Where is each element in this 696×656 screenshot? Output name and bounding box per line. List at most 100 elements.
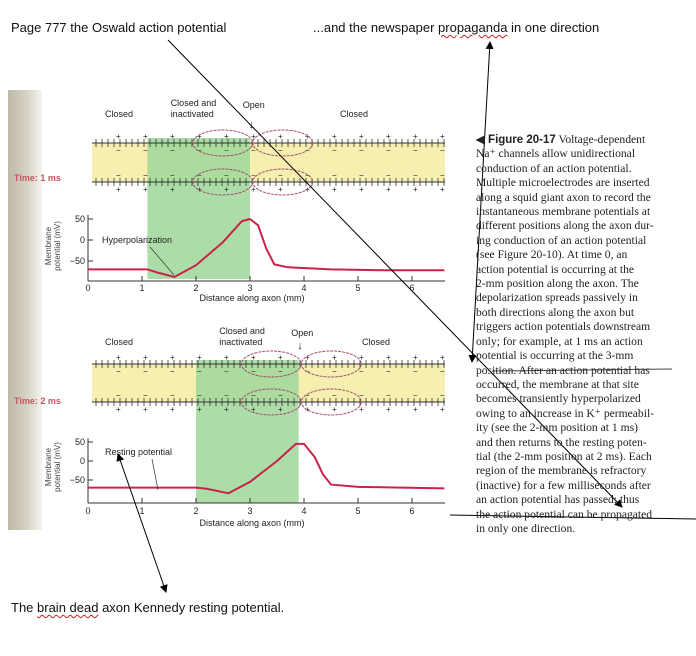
charge-sign: − bbox=[386, 171, 391, 180]
caption-line: (inactive) for a few milliseconds after bbox=[476, 478, 651, 492]
caption-line: tial (the 2-mm position at 2 ms). Each bbox=[476, 449, 652, 463]
note-text: in one direction bbox=[507, 20, 600, 35]
charge-sign: + bbox=[197, 353, 202, 362]
charge-sign: + bbox=[386, 353, 391, 362]
charge-sign: − bbox=[143, 367, 148, 376]
charge-sign: + bbox=[413, 185, 418, 194]
note-bottom: The brain dead axon Kennedy resting pote… bbox=[11, 600, 284, 615]
y-tick-label: 0 bbox=[80, 456, 85, 466]
charge-sign: + bbox=[143, 405, 148, 414]
charge-sign: − bbox=[197, 146, 202, 155]
charge-sign: + bbox=[332, 353, 337, 362]
charge-sign: − bbox=[224, 171, 229, 180]
caption-line: Multiple microelectrodes are inserted bbox=[476, 176, 650, 190]
caption-line: owing to an increase in K⁺ permeabil- bbox=[476, 406, 655, 420]
caption-line: different positions along the axon dur- bbox=[476, 219, 654, 233]
charge-sign: − bbox=[440, 146, 445, 155]
charge-sign: + bbox=[251, 132, 256, 141]
refractory-region bbox=[147, 138, 250, 279]
charge-sign: − bbox=[251, 171, 256, 180]
charge-sign: − bbox=[224, 391, 229, 400]
caption-line: triggers action potentials downstream bbox=[476, 320, 651, 334]
current-loop bbox=[252, 168, 314, 196]
label-closed: Closed bbox=[340, 109, 368, 119]
caption-line: conduction of an action potential. bbox=[476, 161, 632, 175]
charge-sign: − bbox=[332, 367, 337, 376]
x-tick-label: 5 bbox=[355, 283, 360, 293]
caption-line: position. After an action potential has bbox=[476, 363, 650, 377]
y-tick-label: 50 bbox=[75, 437, 85, 447]
x-tick-label: 1 bbox=[139, 506, 144, 516]
charge-sign: + bbox=[116, 132, 121, 141]
charge-sign: + bbox=[359, 353, 364, 362]
charge-sign: + bbox=[359, 185, 364, 194]
label-closed-inactivated: inactivated bbox=[171, 109, 214, 119]
misspelled-word: propaganda bbox=[438, 20, 508, 35]
open-channel-arrow: ↓ bbox=[249, 119, 255, 131]
charge-sign: + bbox=[116, 405, 121, 414]
charge-sign: − bbox=[170, 146, 175, 155]
caption-line: both directions along the axon but bbox=[476, 305, 635, 319]
caption-line: the action potential can be propagated bbox=[476, 507, 653, 521]
charge-sign: − bbox=[386, 391, 391, 400]
charge-sign: − bbox=[440, 171, 445, 180]
label-closed: Closed bbox=[105, 109, 133, 119]
charge-sign: − bbox=[386, 146, 391, 155]
caption-line: becomes transiently hyperpolarized bbox=[476, 392, 641, 406]
annotation-hyperpolarization: Hyperpolarization bbox=[102, 235, 172, 245]
charge-sign: − bbox=[251, 367, 256, 376]
charge-sign: + bbox=[440, 405, 445, 414]
charge-sign: + bbox=[359, 132, 364, 141]
charge-sign: − bbox=[116, 391, 121, 400]
current-loop bbox=[252, 129, 314, 157]
x-tick-label: 5 bbox=[355, 506, 360, 516]
note-top-left: Page 777 the Oswald action potential bbox=[11, 20, 227, 35]
charge-sign: + bbox=[116, 185, 121, 194]
charge-sign: + bbox=[278, 185, 283, 194]
charge-sign: − bbox=[440, 367, 445, 376]
charge-sign: + bbox=[197, 185, 202, 194]
y-axis-label-line: Membrane bbox=[44, 226, 53, 265]
membrane-potential-curve bbox=[88, 442, 445, 495]
x-tick-label: 1 bbox=[139, 283, 144, 293]
charge-sign: + bbox=[197, 405, 202, 414]
time-label: Time: 2 ms bbox=[14, 396, 61, 406]
charge-sign: − bbox=[413, 146, 418, 155]
charge-sign: − bbox=[197, 391, 202, 400]
charge-sign: − bbox=[386, 367, 391, 376]
charge-sign: − bbox=[143, 391, 148, 400]
label-open: Open bbox=[243, 100, 265, 110]
charge-sign: + bbox=[116, 353, 121, 362]
y-axis-label: Membranepotential (mV) bbox=[44, 442, 62, 492]
charge-sign: − bbox=[332, 171, 337, 180]
annotation-arrow bbox=[468, 41, 494, 363]
charge-sign: − bbox=[359, 367, 364, 376]
charge-sign: + bbox=[413, 353, 418, 362]
x-tick-label: 6 bbox=[409, 506, 414, 516]
y-tick-label: 0 bbox=[80, 235, 85, 245]
charge-sign: − bbox=[440, 391, 445, 400]
charge-sign: − bbox=[251, 391, 256, 400]
charge-sign: + bbox=[305, 132, 310, 141]
x-tick-label: 3 bbox=[247, 283, 252, 293]
label-closed: Closed bbox=[362, 337, 390, 347]
x-tick-label: 4 bbox=[301, 283, 306, 293]
caption-line: and then returns to the resting poten- bbox=[476, 435, 647, 449]
charge-sign: + bbox=[143, 353, 148, 362]
annotation-pointer bbox=[149, 246, 175, 276]
label-open: Open bbox=[291, 328, 313, 338]
charge-sign: − bbox=[305, 391, 310, 400]
charge-sign: − bbox=[116, 367, 121, 376]
caption-line: (see Figure 20-10). At time 0, an bbox=[476, 248, 628, 262]
charge-sign: + bbox=[413, 132, 418, 141]
charge-sign: + bbox=[278, 353, 283, 362]
current-loop bbox=[300, 350, 362, 378]
charge-sign: − bbox=[116, 171, 121, 180]
caption-line: along a squid giant axon to record the bbox=[476, 190, 651, 204]
misspelled-word: brain dead bbox=[37, 600, 99, 615]
charge-sign: − bbox=[197, 171, 202, 180]
annotation-pointer bbox=[151, 458, 159, 491]
current-loop bbox=[300, 388, 362, 416]
